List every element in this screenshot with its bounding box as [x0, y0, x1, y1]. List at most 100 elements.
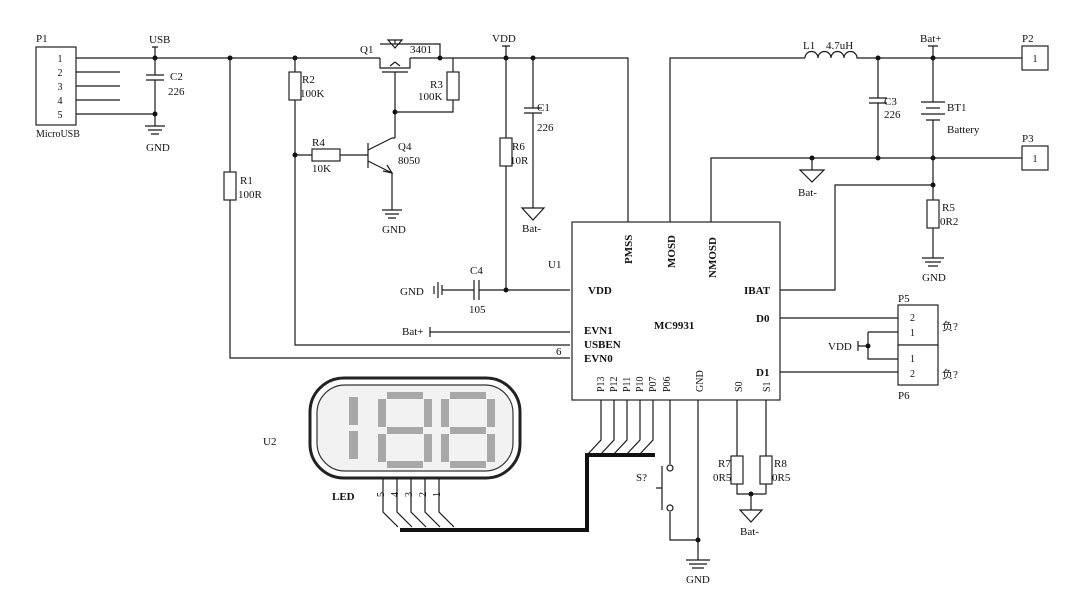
wire-nmosd-bat-minus [710, 157, 1022, 222]
led-d2-seg-c [424, 434, 432, 462]
q1-value: 3401 [410, 44, 432, 56]
connector-p1: P1 1 2 3 4 5 MicroUSB [35, 33, 120, 140]
r7-wire [736, 400, 766, 495]
u1-pin-pmss: PMSS [623, 235, 635, 264]
gnd-symbol-c2 [145, 118, 165, 135]
gnd-label-r5: GND [922, 272, 946, 284]
net-bat-plus-label: Bat+ [920, 33, 941, 45]
q1-body-diode [386, 39, 404, 49]
junction-c2-gnd [152, 111, 158, 117]
r8-value: 0R5 [772, 472, 791, 484]
c4-symbol [442, 280, 506, 300]
r3-value: 100K [418, 91, 443, 103]
capacitor-c3: C3 226 [869, 58, 901, 158]
bt1-symbol [921, 58, 945, 158]
bat-minus-symbol-nmosd [798, 158, 826, 183]
connector-p6: 1 2 负? P6 [897, 344, 958, 402]
gnd-symbol-r5 [922, 257, 944, 267]
q1-ref: Q1 [360, 44, 373, 56]
wire-d0-d1-vdd [780, 317, 898, 373]
u1-pin-usben: USBEN [584, 339, 621, 351]
led-pin-5: 5 [376, 492, 387, 497]
p1-body [35, 46, 77, 126]
led-digit-1 [349, 397, 358, 459]
led-d3-seg-f [441, 399, 449, 427]
bat-plus-label-evn1: Bat+ [402, 326, 423, 338]
gnd-label-c2: GND [146, 142, 170, 154]
battery-bt1: BT1 Battery [921, 58, 980, 158]
led-pin-4: 4 [390, 492, 401, 497]
junction-vdd-p5 [865, 343, 871, 349]
switch-ref: S? [636, 472, 647, 484]
connector-p2: P2 1 [1021, 33, 1049, 71]
c1-value: 226 [537, 122, 554, 134]
led-pin-3: 3 [404, 492, 415, 497]
bat-minus-label-c1: Bat- [522, 223, 541, 235]
u2-ref: U2 [263, 436, 276, 448]
resistor-r3: R3 100K [395, 58, 460, 113]
gnd-symbol-c4 [433, 282, 443, 298]
transistor-q4: Q4 8050 GND [367, 137, 421, 236]
led-label: LED [332, 491, 355, 503]
switch-wires [669, 400, 698, 541]
led-d3-seg-d [450, 461, 486, 468]
bat-minus-label-r7r8: Bat- [740, 526, 759, 538]
ic-u1: U1 VDD EVN1 USBEN EVN0 MC9931 PMSS MOSD … [548, 221, 781, 401]
u1-pin-gnd: GND [695, 370, 706, 392]
wire-mosd-l1 [669, 57, 805, 222]
evn0-wire-label: 6 [556, 346, 562, 358]
ic-pin-wires-bus [586, 400, 654, 456]
led-d2-seg-d [387, 461, 423, 468]
u1-pin-s1: S1 [762, 381, 773, 392]
r2-body [288, 71, 302, 101]
r2-value: 100K [300, 88, 325, 100]
bat-minus-symbol-c1 [520, 207, 546, 221]
r3-ref: R3 [430, 79, 443, 91]
q1-gate-lead [392, 72, 396, 139]
net-vdd-label: VDD [492, 33, 516, 45]
r6-ref: R6 [512, 141, 525, 153]
r1-wire [229, 58, 570, 359]
led-d3-seg-c [487, 434, 495, 462]
p2-body [1021, 45, 1049, 71]
led-pin-wires [382, 478, 455, 528]
p3-body [1021, 145, 1049, 171]
gnd-label-ic: GND [686, 574, 710, 586]
resistor-r1: R1 100R 6 [223, 58, 570, 359]
gnd-label-c4: GND [400, 286, 424, 298]
bt1-value: Battery [947, 124, 980, 136]
u1-pin-evn0: EVN0 [584, 353, 613, 365]
q1-diode-wires [380, 43, 441, 58]
c4-ref: C4 [470, 265, 483, 277]
led-pin-2: 2 [418, 492, 429, 497]
r4-ref: R4 [312, 137, 325, 149]
led-display-u2: U2 LED 5 4 3 [263, 376, 522, 503]
u1-pin-p11: P11 [622, 377, 633, 392]
capacitor-c4: GND C4 105 [400, 265, 506, 316]
p1-pin-5: 5 [58, 110, 63, 121]
p2-ref: P2 [1022, 33, 1034, 45]
p6-ref: P6 [898, 390, 910, 402]
p6-body [897, 344, 939, 386]
connector-p5: P5 2 1 负? [897, 293, 958, 346]
inductor-l1: L1 4.7uH [803, 40, 1022, 59]
led-digit-3 [441, 392, 495, 468]
p1-name: MicroUSB [36, 129, 80, 140]
led-data-bus [400, 453, 655, 532]
r5-ref: R5 [942, 202, 955, 214]
r3-body [446, 71, 460, 101]
r6-body [499, 137, 513, 167]
bat-minus-symbol-r7r8 [738, 494, 764, 523]
capacitor-c2: C2 226 GND [120, 58, 185, 154]
p3-pin-1: 1 [1033, 154, 1038, 165]
wire-ibat [780, 184, 933, 291]
r3-wire [395, 58, 454, 113]
wire-gnd-pin [686, 400, 710, 569]
resistor-r8: R8 0R5 [759, 400, 791, 494]
u1-ref: U1 [548, 259, 561, 271]
c3-ref: C3 [884, 96, 897, 108]
vdd-label-p5: VDD [828, 341, 852, 353]
u1-pin-evn1: EVN1 [584, 325, 613, 337]
p1-pin-3: 3 [58, 82, 63, 93]
